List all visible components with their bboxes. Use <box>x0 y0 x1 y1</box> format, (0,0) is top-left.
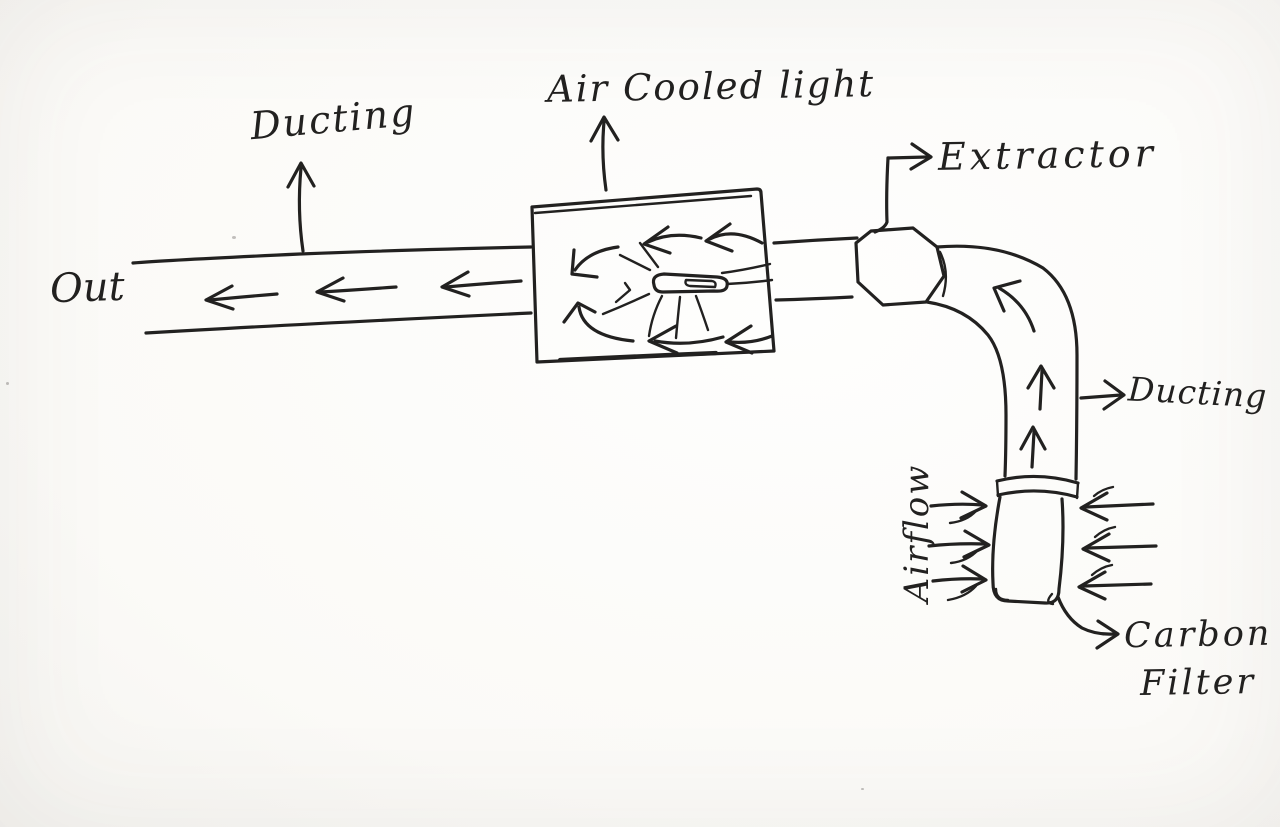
filter-intake-arrow-right-3 <box>1079 565 1151 599</box>
left-duct-top-line <box>133 247 531 263</box>
duct-filter-collar <box>997 476 1078 498</box>
filter-intake-arrow-left-3 <box>933 566 986 600</box>
air-cooled-light-pointer-arrow <box>591 117 618 190</box>
light-box-bottom-overdraw <box>560 353 716 360</box>
box-air-arrow-bottom-right <box>726 326 772 353</box>
bulb-tube <box>653 274 727 292</box>
label-air-cooled-light: Air Cooled light <box>546 62 876 111</box>
box-air-arrow-bottom-center <box>649 326 723 353</box>
light-box <box>532 189 774 362</box>
light-box-top-overdraw <box>535 196 751 213</box>
paper-speck <box>232 236 236 239</box>
filter-intake-arrow-left-2 <box>929 531 989 563</box>
short-duct <box>774 238 857 300</box>
curved-duct-outer-edge <box>937 246 1077 479</box>
ducting-right-pointer-arrow <box>1081 381 1124 409</box>
label-airflow: Airflow <box>897 463 937 603</box>
light-box-outline <box>532 189 774 362</box>
left-duct-flow-arrow-2 <box>317 278 396 301</box>
box-air-arrow-bottom-left <box>564 303 633 341</box>
extractor-body <box>856 228 946 305</box>
lamp-bulb <box>653 264 772 292</box>
extractor-pointer-arrow <box>875 144 931 232</box>
box-air-arrow-top-left <box>644 227 701 253</box>
bulb-socket-line-top <box>722 264 770 273</box>
curved-duct-flow-arrow-up-2 <box>1021 427 1045 467</box>
label-ducting-right: Ducting <box>1127 369 1269 416</box>
lamp-rays <box>603 243 708 338</box>
curved-duct-inner-edge <box>927 302 1006 476</box>
label-extractor: Extractor <box>937 131 1158 179</box>
filter-intake-arrow-right-1 <box>1081 487 1153 520</box>
curved-duct <box>927 246 1077 479</box>
left-duct-flow-arrow-3 <box>442 272 521 296</box>
bulb-inner <box>686 280 716 287</box>
curved-duct-flow-arrow-bend <box>994 281 1034 331</box>
carbon-filter-body <box>993 497 1063 604</box>
left-duct-flow-arrow-1 <box>206 286 277 309</box>
paper-speck <box>861 788 864 790</box>
paper-speck <box>6 382 9 385</box>
carbon-filter-pointer-arrow <box>1058 597 1118 648</box>
label-carbon-filter-line1: Carbon <box>1123 613 1273 657</box>
bulb-socket-line-bottom <box>727 280 772 284</box>
left-duct <box>133 247 531 333</box>
label-carbon-filter-line2: Filter <box>1139 661 1257 705</box>
box-air-arrow-top-right <box>706 224 762 251</box>
filter-intake-arrow-left-1 <box>931 492 986 523</box>
filter-intake-arrow-right-2 <box>1083 527 1156 561</box>
ducting-left-pointer-arrow <box>288 163 314 251</box>
box-air-arrow-mid-left <box>572 247 618 277</box>
label-out: Out <box>49 263 126 313</box>
curved-duct-flow-arrow-up-1 <box>1028 366 1054 409</box>
left-duct-bottom-line <box>146 313 531 333</box>
